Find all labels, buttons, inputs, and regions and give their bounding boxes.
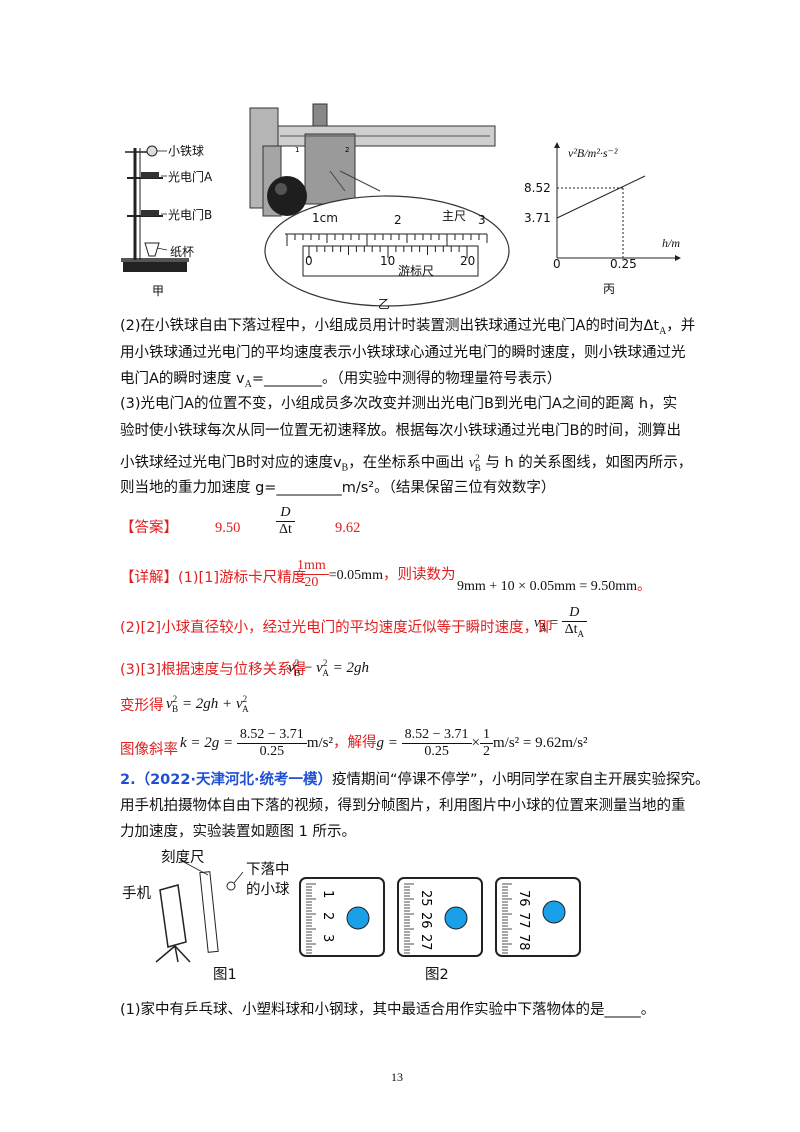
fig1-caption: 图1: [213, 967, 237, 983]
caption-jia: 甲: [152, 284, 165, 298]
detail-line2: (2)[2]小球直径较小，经过光电门的平均速度近似等于瞬时速度，即: [120, 620, 553, 636]
bing-x-axis-label: h/m: [662, 236, 680, 250]
q2-line1: 2.（2022·天津河北·统考一模）疫情期间“停课不停学”，小明同学在家自主开展…: [120, 772, 710, 788]
frame-scale-label: 1: [320, 890, 335, 898]
q2-figure1-setup: [155, 859, 244, 963]
vernier-scale-label: 游标尺: [398, 264, 435, 278]
frame-scale-label: 2: [320, 912, 335, 920]
frame-scale-label: 26: [418, 912, 433, 929]
fig2-caption: 图2: [425, 967, 449, 983]
figure-yi-vernier-caliper: 1 2: [249, 103, 510, 307]
detail-line1: 【详解】(1)[1]游标卡尺精度: [120, 570, 307, 586]
main-mark-2: 2: [394, 213, 402, 227]
caption-bing: 丙: [603, 282, 616, 296]
detail-line3: (3)[3]根据速度与位移关系得: [120, 662, 307, 678]
q-part2-line1: (2)在小铁球自由下落过程中，小组成员用计时装置测出铁球通过光电门A的时间为Δt…: [120, 318, 696, 337]
q-part3-line4: 则当地的重力加速度 g=_________m/s²。（结果保留三位有效数字）: [120, 480, 556, 496]
frame-1: 1 2 3: [299, 877, 385, 957]
bing-y-tick-3-71: 3.71: [524, 211, 551, 225]
answer-3: 9.62: [335, 520, 361, 536]
detail-reading-calc: 9mm + 10 × 0.05mm = 9.50mm。: [457, 579, 652, 594]
caption-yi: 乙: [378, 297, 391, 311]
frame-scale-label: 78: [516, 934, 531, 951]
detail-line4-formula: v2B = 2gh + v2A: [166, 694, 249, 714]
frame-scale-label: 27: [418, 934, 433, 951]
page-number: 13: [391, 1070, 403, 1084]
q-part2-line2: 用小铁球通过光电门的平均速度表示小铁球球心通过光电门的瞬时速度，则小铁球通过光: [120, 345, 686, 361]
detail-line4: 变形得: [120, 698, 164, 714]
vernier-mark-10: 10: [380, 254, 396, 268]
vernier-mark-20: 20: [460, 254, 476, 268]
main-mark-1cm: 1cm: [312, 211, 338, 225]
falling-ball: [346, 906, 370, 930]
bing-x-tick-0-25: 0.25: [610, 257, 637, 271]
frame-scale-label: 3: [320, 934, 335, 942]
q-part3-line3: 小铁球经过光电门B时对应的速度vB，在坐标系中画出 v2B 与 h 的关系图线，…: [120, 453, 693, 474]
q-part3-line1: (3)光电门A的位置不变，小组成员多次改变并测出光电门B到光电门A之间的距离 h…: [120, 396, 678, 412]
bing-y-tick-8-52: 8.52: [524, 181, 551, 195]
main-scale-label: 主尺: [442, 209, 467, 223]
frame-scale-label: 25: [418, 890, 433, 907]
frame-2: 25 26 27: [397, 877, 483, 957]
graph-line: [556, 175, 646, 219]
vernier-mark-0: 0: [305, 254, 313, 268]
answer-label: 【答案】: [120, 520, 178, 536]
label-gate-a: 光电门A: [168, 170, 213, 184]
fig1-ruler-label: 刻度尺: [161, 850, 205, 866]
frame-scale-label: 77: [516, 912, 531, 929]
q2-sub1: (1)家中有乒乓球、小塑料球和小钢球，其中最适合用作实验中下落物体的是_____…: [120, 1002, 656, 1018]
detail-line5-label: 图像斜率: [120, 742, 178, 758]
q-part2-line3: 电门A的瞬时速度 vA=________。（用实验中测得的物理量符号表示）: [120, 371, 562, 390]
figure-jia-apparatus: [121, 145, 189, 272]
fig1-ball-label-2: 的小球: [246, 882, 290, 898]
label-gate-b: 光电门B: [168, 208, 213, 222]
detail-line3-formula: v2B − v2A = 2gh: [288, 658, 369, 678]
fig1-phone-label: 手机: [122, 886, 151, 902]
falling-ball: [542, 900, 566, 924]
label-paper-cup: 纸杯: [170, 245, 195, 259]
frame-scale-label: 76: [516, 890, 531, 907]
q-part3-line2: 验时使小铁球每次从同一位置无初速释放。根据每次小铁球通过光电门B的时间，测算出: [120, 423, 681, 439]
frame-3: 76 77 78: [495, 877, 581, 957]
falling-ball: [444, 906, 468, 930]
q2-line3: 力加速度，实验装置如题图 1 所示。: [120, 824, 356, 840]
figure-bing-graph: [554, 142, 681, 261]
bing-y-axis-label: v²B/m²·s⁻²: [568, 146, 618, 160]
main-mark-3: 3: [478, 213, 486, 227]
svg-text:2: 2: [345, 146, 349, 154]
q2-line2: 用手机拍摄物体自由下落的视频，得到分帧图片，利用图片中小球的位置来测量当地的重: [120, 798, 686, 814]
bing-origin: 0: [553, 257, 561, 271]
fig1-ball-label-1: 下落中: [246, 862, 290, 878]
label-small-iron-ball: 小铁球: [168, 144, 205, 158]
answer-1: 9.50: [215, 520, 241, 536]
q2-figure2-frames: 1 2 3 25 26 27 76 77 78: [299, 877, 581, 957]
svg-text:1: 1: [295, 146, 299, 154]
